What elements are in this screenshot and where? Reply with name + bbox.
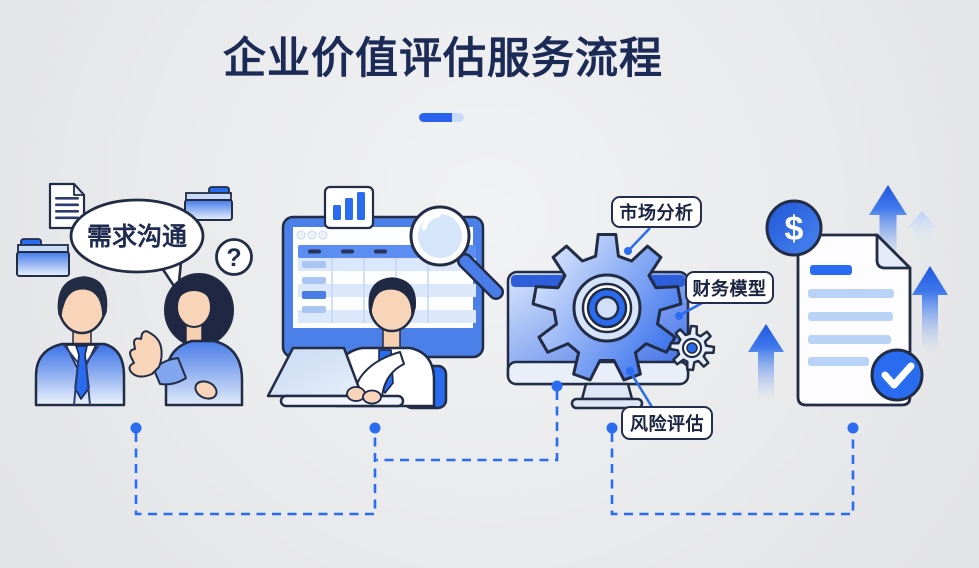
callout-dot — [624, 247, 632, 255]
currency-glyph: $ — [785, 210, 804, 248]
callout-dot — [675, 312, 683, 320]
analyst-hair — [368, 277, 417, 316]
folder-icon — [16, 238, 70, 277]
document-icon — [48, 182, 86, 230]
dollar-badge-icon: $ — [765, 199, 823, 257]
flow-connectors — [130, 380, 859, 516]
house-arrow-icon — [907, 211, 937, 243]
connector-dot — [606, 422, 618, 434]
connector-step1-step2 — [134, 433, 377, 516]
small-gear-icon — [668, 324, 716, 372]
window-dot — [296, 230, 306, 240]
callout-dot — [626, 367, 634, 375]
bar-chart-icon — [323, 185, 375, 230]
stage-report: $ — [748, 185, 948, 407]
question-mark-glyph: ? — [226, 244, 241, 272]
growth-arrow-icon — [869, 185, 907, 262]
connector-step3-step4 — [610, 433, 855, 516]
monitor-base — [570, 397, 644, 410]
question-mark-icon: ? — [215, 238, 253, 276]
connector-step2-step3 — [376, 391, 559, 462]
bubble-label: 需求沟通 — [87, 222, 187, 251]
connector-dot — [369, 422, 381, 434]
callout-market-analysis: 市场分析 — [611, 196, 702, 228]
check-badge-icon — [870, 348, 924, 402]
title-divider — [419, 113, 464, 122]
stage-communication: 需求沟通 ? — [16, 182, 253, 407]
open-hand — [128, 330, 163, 378]
hand — [362, 389, 382, 405]
speech-bubble-icon: 需求沟通 — [69, 198, 205, 294]
connector-dot — [551, 380, 563, 392]
gear-icon — [531, 233, 683, 382]
window-dot — [318, 230, 328, 240]
connector-dot — [130, 422, 142, 434]
monitor-stand — [580, 382, 634, 401]
hand — [346, 386, 366, 402]
growth-arrow-icon — [912, 266, 948, 352]
connector-dot — [847, 422, 859, 434]
divider-tail-segment — [452, 113, 464, 122]
stage-modeling — [506, 227, 716, 410]
man-hair — [57, 276, 108, 320]
businesswoman-figure — [128, 273, 244, 407]
callout-financial-model: 财务模型 — [685, 271, 774, 304]
page-title: 企业价值评估服务流程 — [223, 35, 663, 83]
businessman-figure — [34, 276, 126, 407]
magnifier-icon — [409, 205, 504, 300]
divider-accent-segment — [419, 113, 452, 122]
folded-corner — [875, 233, 912, 270]
callout-risk-assessment: 风险评估 — [621, 406, 713, 440]
stage-analysis — [266, 185, 504, 410]
window-dot — [307, 230, 317, 240]
growth-arrow-icon — [748, 324, 784, 400]
callout-pointer-lines — [624, 227, 703, 408]
